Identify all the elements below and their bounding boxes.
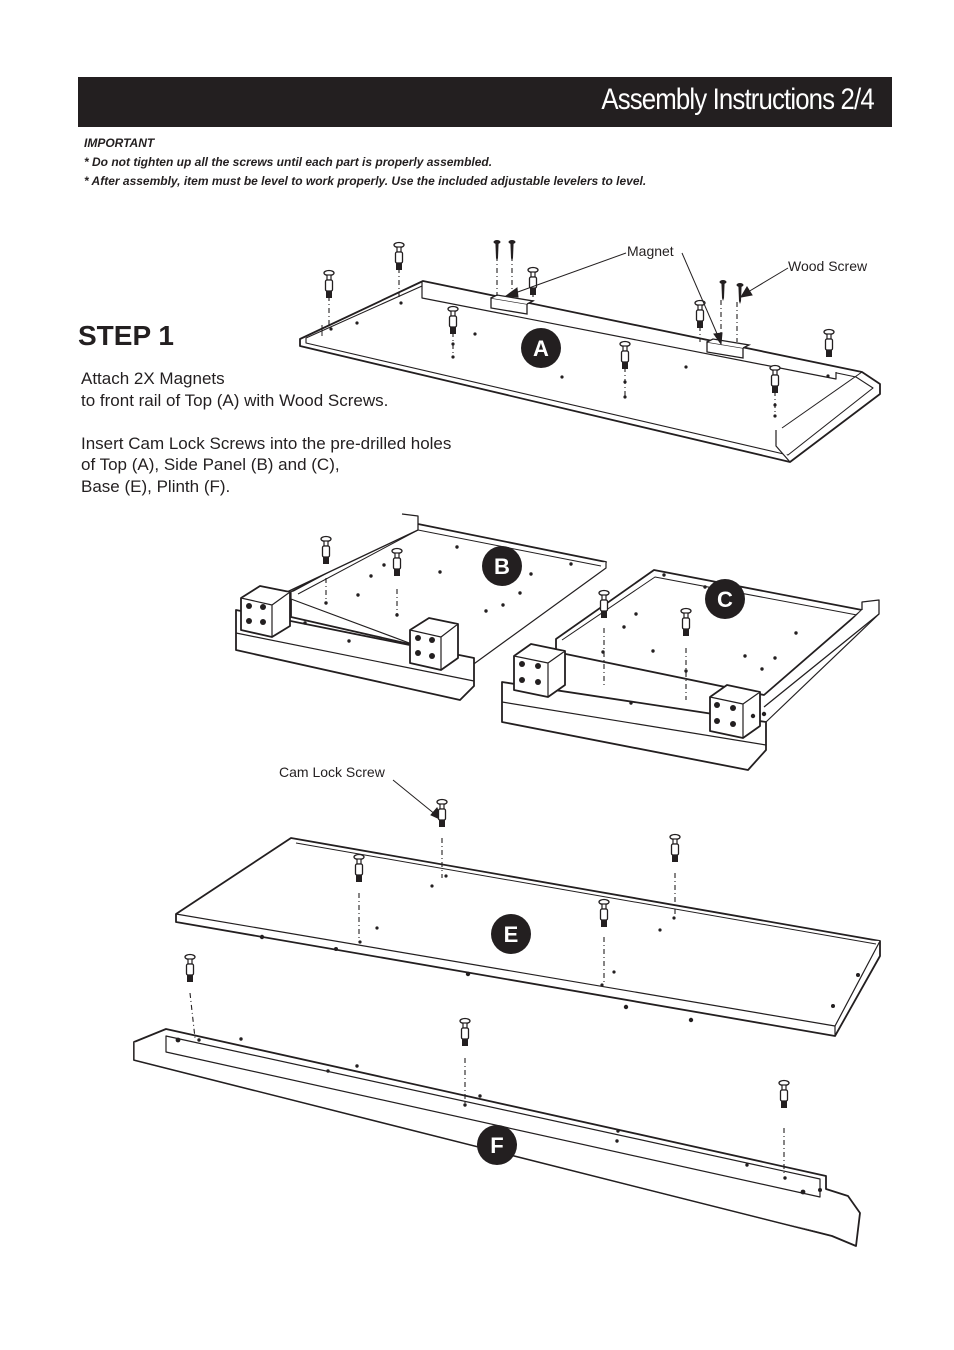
magnet-callout: Magnet bbox=[627, 243, 674, 259]
note-line-2: * After assembly, item must be level to … bbox=[84, 174, 647, 188]
badge-f-label: F bbox=[490, 1133, 503, 1158]
part-a-guides bbox=[328, 256, 776, 415]
notes-heading: IMPORTANT bbox=[84, 136, 155, 150]
instruction-line: to front rail of Top (A) with Wood Screw… bbox=[81, 390, 389, 410]
part-c-side-panel bbox=[501, 569, 880, 771]
badge-e: E bbox=[491, 914, 531, 954]
instruction-line: Attach 2X Magnets bbox=[81, 369, 225, 388]
badge-a-label: A bbox=[533, 336, 549, 361]
part-f-holes bbox=[175, 1037, 822, 1195]
part-e-holes bbox=[259, 874, 860, 1023]
part-badges: A B C E F bbox=[477, 328, 745, 1165]
important-notes: IMPORTANT * Do not tighten up all the sc… bbox=[84, 134, 646, 191]
badge-c: C bbox=[705, 579, 745, 619]
cam-lock-screw-callout: Cam Lock Screw bbox=[279, 764, 385, 780]
instruction-line: Base (E), Plinth (F). bbox=[81, 476, 231, 496]
part-b-side-panel bbox=[235, 513, 607, 701]
page-header: Assembly Instructions 2/4 bbox=[78, 77, 892, 127]
badge-f: F bbox=[477, 1125, 517, 1165]
step-title: STEP 1 bbox=[78, 320, 174, 351]
note-line-1: * Do not tighten up all the screws until… bbox=[84, 155, 493, 169]
magnet-blocks bbox=[490, 294, 752, 359]
badge-b: B bbox=[482, 546, 522, 586]
badge-c-label: C bbox=[717, 587, 733, 612]
page-title: Assembly Instructions 2/4 bbox=[601, 83, 875, 116]
part-b-holes bbox=[246, 545, 573, 659]
instruction-line: of Top (A), Side Panel (B) and (C), bbox=[81, 455, 340, 474]
badge-b-label: B bbox=[494, 554, 510, 579]
part-a-top bbox=[299, 280, 881, 463]
instruction-line: Insert Cam Lock Screws into the pre-dril… bbox=[81, 433, 452, 453]
part-c-holes bbox=[519, 573, 798, 727]
part-a-holes bbox=[329, 301, 830, 418]
badge-e-label: E bbox=[504, 922, 519, 947]
wood-screw-callout: Wood Screw bbox=[788, 258, 868, 274]
callout-leaders bbox=[392, 252, 789, 821]
step-instructions: Attach 2X Magnets to front rail of Top (… bbox=[81, 368, 451, 497]
badge-a: A bbox=[521, 328, 561, 368]
